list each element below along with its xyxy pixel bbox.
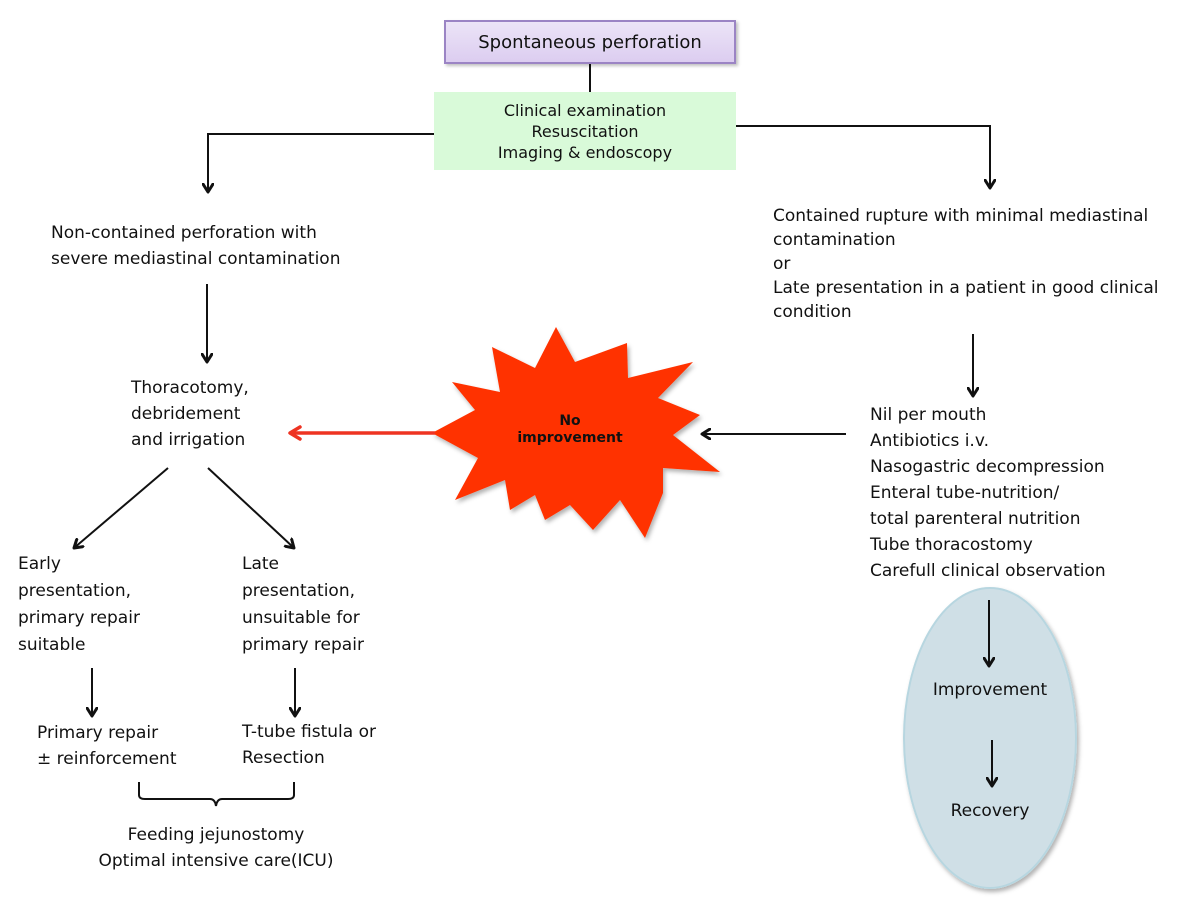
assessment-line: Clinical examination [503,100,667,120]
conservative-line: total parenteral nutrition [870,509,1081,529]
early-line: suitable [18,635,86,655]
start-node-label: Spontaneous perforation [478,31,702,53]
outcome-ellipse [903,587,1077,889]
non-contained-node: Non-contained perforation with severe me… [51,220,340,272]
assessment-line: Imaging & endoscopy [497,142,673,162]
t-tube-line: Resection [242,748,325,768]
late-line: unsuitable for [242,608,360,628]
contained-line: or [773,254,791,274]
thoracotomy-line: and irrigation [131,430,246,450]
t-tube-line: T-tube fistula or [242,722,376,742]
non-contained-line: severe mediastinal contamination [51,249,341,269]
t-tube-node: T-tube fistula or Resection [242,719,376,771]
assessment-line: Resuscitation [531,121,639,141]
early-line: presentation, [18,581,132,601]
contained-line: Contained rupture with minimal mediastin… [773,206,1149,226]
primary-repair-line: Primary repair [37,723,159,743]
aftercare-line: Feeding jejunostomy [127,825,305,845]
thoracotomy-line: debridement [131,404,241,424]
thoracotomy-node: Thoracotomy, debridement and irrigation [131,375,249,453]
late-line: Late [242,554,280,574]
aftercare-line: Optimal intensive care(ICU) [98,851,334,871]
conservative-line: Carefull clinical observation [870,561,1106,581]
arrow-to-contained [736,125,990,188]
aftercare-node: Feeding jejunostomy Optimal intensive ca… [86,822,346,874]
early-line: Early [18,554,61,574]
conservative-management-node: Nil per mouth Antibiotics i.v. Nasogastr… [870,402,1106,584]
no-improvement-line: No [559,413,581,429]
contained-line: contamination [773,230,896,250]
arrow-to-non-contained [208,133,434,192]
recovery-node: Recovery [910,798,1070,824]
contained-node: Contained rupture with minimal mediastin… [773,204,1159,324]
no-improvement-label: No improvement [500,413,640,447]
late-line: primary repair [242,635,364,655]
thoracotomy-line: Thoracotomy, [131,378,249,398]
contained-line: Late presentation in a patient in good c… [773,278,1159,298]
contained-line: condition [773,302,852,322]
early-line: primary repair [18,608,140,628]
no-improvement-starburst [432,327,720,538]
non-contained-line: Non-contained perforation with [51,223,317,243]
grouping-brace [138,782,295,807]
improvement-node: Improvement [910,677,1070,703]
late-line: presentation, [242,581,356,601]
primary-repair-node: Primary repair ± reinforcement [37,720,177,772]
no-improvement-line: improvement [517,430,623,446]
assessment-node: Clinical examination Resuscitation Imagi… [434,92,736,170]
conservative-line: Enteral tube-nutrition/ [870,483,1060,503]
conservative-line: Nasogastric decompression [870,457,1105,477]
early-presentation-node: Early presentation, primary repair suita… [18,551,140,659]
start-node-spontaneous-perforation: Spontaneous perforation [444,20,736,64]
late-presentation-node: Late presentation, unsuitable for primar… [242,551,364,659]
conservative-line: Tube thoracostomy [870,535,1033,555]
arrow-to-early [74,467,169,548]
arrow-to-late [207,467,294,548]
improvement-label: Improvement [932,680,1048,700]
conservative-line: Nil per mouth [870,405,987,425]
conservative-line: Antibiotics i.v. [870,431,989,451]
recovery-label: Recovery [950,801,1030,821]
primary-repair-line: ± reinforcement [37,749,177,769]
